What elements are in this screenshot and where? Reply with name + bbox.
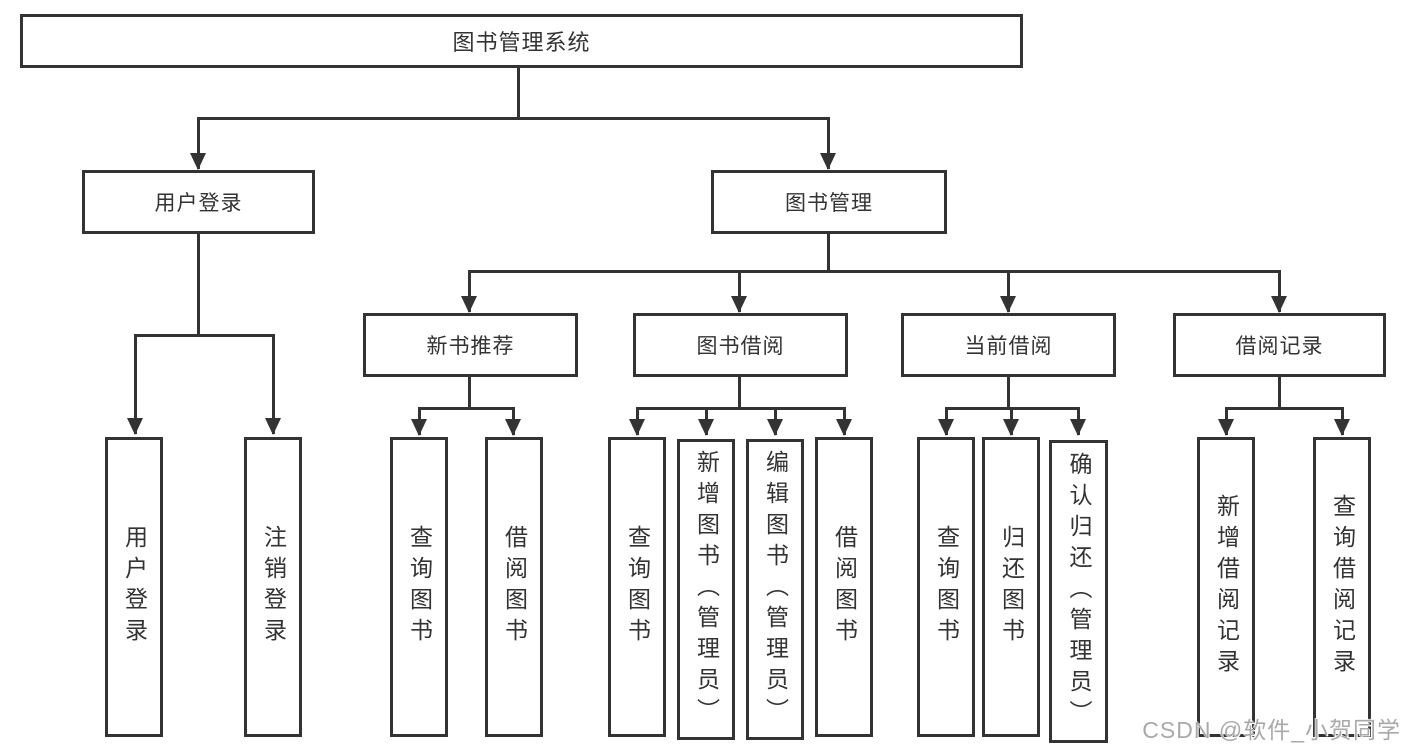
arrow-down-icon — [629, 407, 645, 436]
arrow-down-icon — [1000, 270, 1016, 313]
node-label: 归还图书 — [998, 525, 1025, 649]
node-book-borrowing: 图书借阅 — [633, 313, 848, 377]
connector-book-mgmt-stub — [827, 233, 830, 271]
node-label: 借阅图书 — [501, 525, 528, 649]
node-library-management-system: 图书管理系统 — [20, 14, 1023, 68]
node-leaf-query-books-c: 查询图书 — [917, 437, 975, 737]
node-label: 新增借阅记录 — [1213, 494, 1240, 680]
node-label: 当前借阅 — [964, 335, 1053, 358]
arrow-down-icon — [836, 407, 852, 436]
connector-new-book-rec-rail — [418, 407, 515, 410]
connector-borrow-records-stub — [1278, 377, 1281, 408]
connector-level3-rail — [468, 270, 1281, 273]
connector-borrow-records-rail — [1225, 407, 1343, 410]
arrow-down-icon — [767, 407, 783, 436]
connector-root-stub — [517, 68, 520, 118]
node-leaf-query-borrow-record: 查询借阅记录 — [1313, 437, 1371, 737]
arrow-down-icon — [1334, 407, 1350, 436]
connector-book-borrowing-stub — [738, 377, 741, 408]
arrow-down-icon — [1070, 407, 1086, 436]
arrow-down-icon — [731, 270, 747, 313]
arrow-down-icon — [461, 270, 477, 313]
node-book-management: 图书管理 — [711, 170, 947, 234]
arrow-down-icon — [1271, 270, 1287, 313]
connector-current-borrowing-stub — [1007, 377, 1010, 408]
node-label: 用户登录 — [154, 192, 243, 215]
node-leaf-confirm-return-admin: 确认归还（管理员） — [1049, 440, 1108, 743]
node-leaf-logout: 注销登录 — [244, 437, 302, 737]
arrow-down-icon — [1003, 407, 1019, 436]
node-label: 查询图书 — [406, 525, 433, 649]
node-label: 编辑图书（管理员） — [762, 450, 789, 729]
arrow-down-icon — [1218, 407, 1234, 436]
connector-user-login-rail — [134, 334, 275, 337]
node-user-login: 用户登录 — [82, 170, 315, 234]
node-label: 图书管理 — [785, 192, 873, 215]
node-leaf-edit-books-admin: 编辑图书（管理员） — [746, 439, 804, 740]
node-current-borrowing: 当前借阅 — [901, 313, 1116, 377]
arrow-down-icon — [938, 407, 954, 436]
node-label: 用户登录 — [121, 525, 148, 649]
node-leaf-borrow-books-b: 借阅图书 — [815, 437, 873, 737]
connector-level2-rail — [197, 117, 830, 120]
node-leaf-query-books-a: 查询图书 — [390, 437, 448, 737]
node-new-book-recommendation: 新书推荐 — [363, 313, 578, 377]
arrow-down-icon — [411, 407, 427, 436]
arrow-down-icon — [505, 407, 521, 436]
arrow-down-icon — [190, 117, 206, 170]
connector-user-login-stub — [197, 233, 200, 335]
node-label: 新增图书（管理员） — [693, 450, 720, 729]
node-leaf-add-books-admin: 新增图书（管理员） — [677, 439, 735, 740]
node-label: 查询图书 — [624, 525, 651, 649]
node-label: 借阅图书 — [831, 525, 858, 649]
arrow-down-icon — [265, 334, 281, 435]
arrow-down-icon — [127, 334, 143, 435]
node-borrowing-records: 借阅记录 — [1173, 313, 1386, 377]
node-leaf-add-borrow-record: 新增借阅记录 — [1197, 437, 1255, 737]
node-label: 图书借阅 — [696, 335, 785, 358]
node-label: 借阅记录 — [1235, 335, 1324, 358]
node-leaf-return-books: 归还图书 — [982, 437, 1040, 737]
connector-book-borrowing-rail — [636, 407, 845, 410]
node-label: 图书管理系统 — [452, 30, 591, 55]
node-label: 查询借阅记录 — [1329, 494, 1356, 680]
node-label: 注销登录 — [260, 525, 287, 649]
arrow-down-icon — [698, 407, 714, 436]
arrow-down-icon — [820, 117, 836, 170]
node-label: 查询图书 — [933, 525, 960, 649]
node-leaf-query-books-b: 查询图书 — [608, 437, 666, 737]
node-leaf-borrow-books-a: 借阅图书 — [485, 437, 543, 737]
connector-new-book-rec-stub — [468, 377, 471, 408]
node-leaf-user-login: 用户登录 — [105, 437, 163, 737]
watermark-text: CSDN @软件_小贺同学 — [1142, 717, 1401, 743]
node-label: 新书推荐 — [426, 335, 515, 358]
node-label: 确认归还（管理员） — [1066, 452, 1092, 731]
